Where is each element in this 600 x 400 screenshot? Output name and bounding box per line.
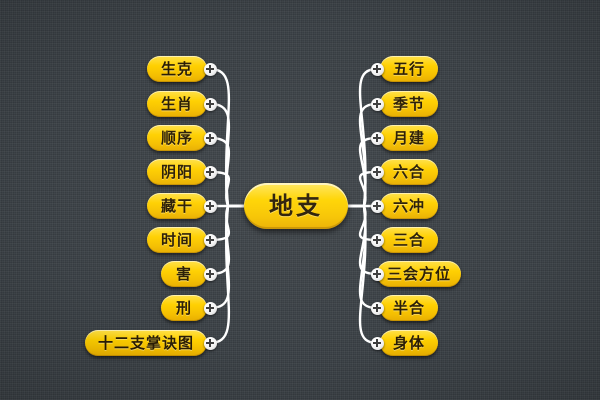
connector-line-right-8	[340, 204, 379, 345]
mindmap-node-left-7[interactable]: 刑	[161, 295, 207, 321]
expand-plus-icon-right-2[interactable]	[370, 131, 384, 145]
mindmap-node-left-0[interactable]: 生克	[147, 56, 207, 82]
expand-plus-icon-left-2[interactable]	[203, 131, 217, 145]
mindmap-node-left-3[interactable]: 阴阳	[147, 159, 207, 185]
mindmap-node-left-5[interactable]: 时间	[147, 227, 207, 253]
expand-plus-icon-right-7[interactable]	[370, 301, 384, 315]
expand-plus-icon-left-3[interactable]	[203, 165, 217, 179]
expand-plus-icon-right-0[interactable]	[370, 62, 384, 76]
expand-plus-icon-left-6[interactable]	[203, 267, 217, 281]
connector-line-left-8	[208, 204, 252, 345]
expand-plus-icon-left-0[interactable]	[203, 62, 217, 76]
expand-plus-icon-left-5[interactable]	[203, 233, 217, 247]
expand-plus-icon-right-1[interactable]	[370, 97, 384, 111]
mindmap-node-right-6[interactable]: 三会方位	[377, 261, 461, 287]
expand-plus-icon-left-1[interactable]	[203, 97, 217, 111]
mindmap-node-right-7[interactable]: 半合	[380, 295, 438, 321]
connector-line-left-7	[208, 204, 252, 310]
expand-plus-icon-right-3[interactable]	[370, 165, 384, 179]
mindmap-node-left-8[interactable]: 十二支掌诀图	[85, 330, 207, 356]
expand-plus-icon-right-5[interactable]	[370, 233, 384, 247]
mindmap-node-left-6[interactable]: 害	[161, 261, 207, 287]
mindmap-node-left-1[interactable]: 生肖	[147, 91, 207, 117]
mindmap-node-right-8[interactable]: 身体	[380, 330, 438, 356]
expand-plus-icon-left-8[interactable]	[203, 336, 217, 350]
mindmap-node-right-1[interactable]: 季节	[380, 91, 438, 117]
expand-plus-icon-right-8[interactable]	[370, 336, 384, 350]
mindmap-center-node[interactable]: 地支	[244, 183, 348, 229]
expand-plus-icon-left-4[interactable]	[203, 199, 217, 213]
mindmap-node-right-2[interactable]: 月建	[380, 125, 438, 151]
connector-line-left-1	[208, 102, 252, 208]
mindmap-node-right-0[interactable]: 五行	[380, 56, 438, 82]
mindmap-node-right-3[interactable]: 六合	[380, 159, 438, 185]
expand-plus-icon-left-7[interactable]	[203, 301, 217, 315]
mindmap-node-right-4[interactable]: 六冲	[380, 193, 438, 219]
expand-plus-icon-right-4[interactable]	[370, 199, 384, 213]
expand-plus-icon-right-6[interactable]	[370, 267, 384, 281]
mindmap-node-right-5[interactable]: 三合	[380, 227, 438, 253]
mindmap-node-left-2[interactable]: 顺序	[147, 125, 207, 151]
mindmap-node-left-4[interactable]: 藏干	[147, 193, 207, 219]
